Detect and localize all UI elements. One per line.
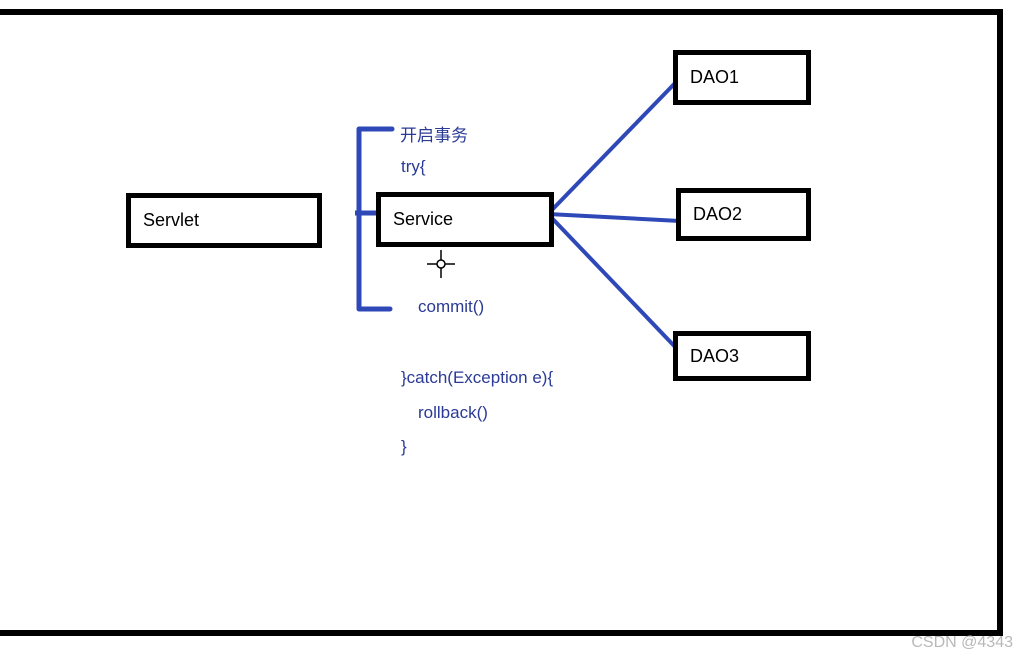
dao2-box: DAO2 [676, 188, 811, 241]
begin-transaction-text: 开启事务 [400, 126, 468, 145]
service-dao3-connector [546, 212, 682, 354]
servlet-box: Servlet [126, 193, 322, 248]
watermark: CSDN @4343 [911, 634, 1013, 651]
frame-border-top [0, 9, 1002, 15]
commit-text: commit() [418, 297, 485, 316]
servlet-label: Servlet [143, 210, 200, 230]
dao1-box: DAO1 [673, 50, 811, 105]
service-dao2-connector [547, 212, 681, 223]
service-dao1-connector [546, 76, 682, 216]
catch-open-text: }catch(Exception e){ [401, 368, 554, 387]
service-label: Service [393, 209, 454, 229]
move-cursor-icon [427, 250, 455, 278]
frame-border-right [997, 9, 1003, 636]
dao3-label: DAO3 [690, 345, 740, 366]
close-brace-text: } [401, 437, 407, 456]
dao3-box: DAO3 [673, 331, 811, 381]
try-open-text: try{ [401, 157, 426, 176]
service-box: Service [376, 192, 554, 247]
rollback-text: rollback() [418, 403, 488, 422]
dao1-label: DAO1 [690, 67, 740, 87]
dao2-label: DAO2 [693, 204, 743, 224]
frame-border-bottom [0, 630, 1003, 636]
transaction-bracket [356, 126, 395, 312]
